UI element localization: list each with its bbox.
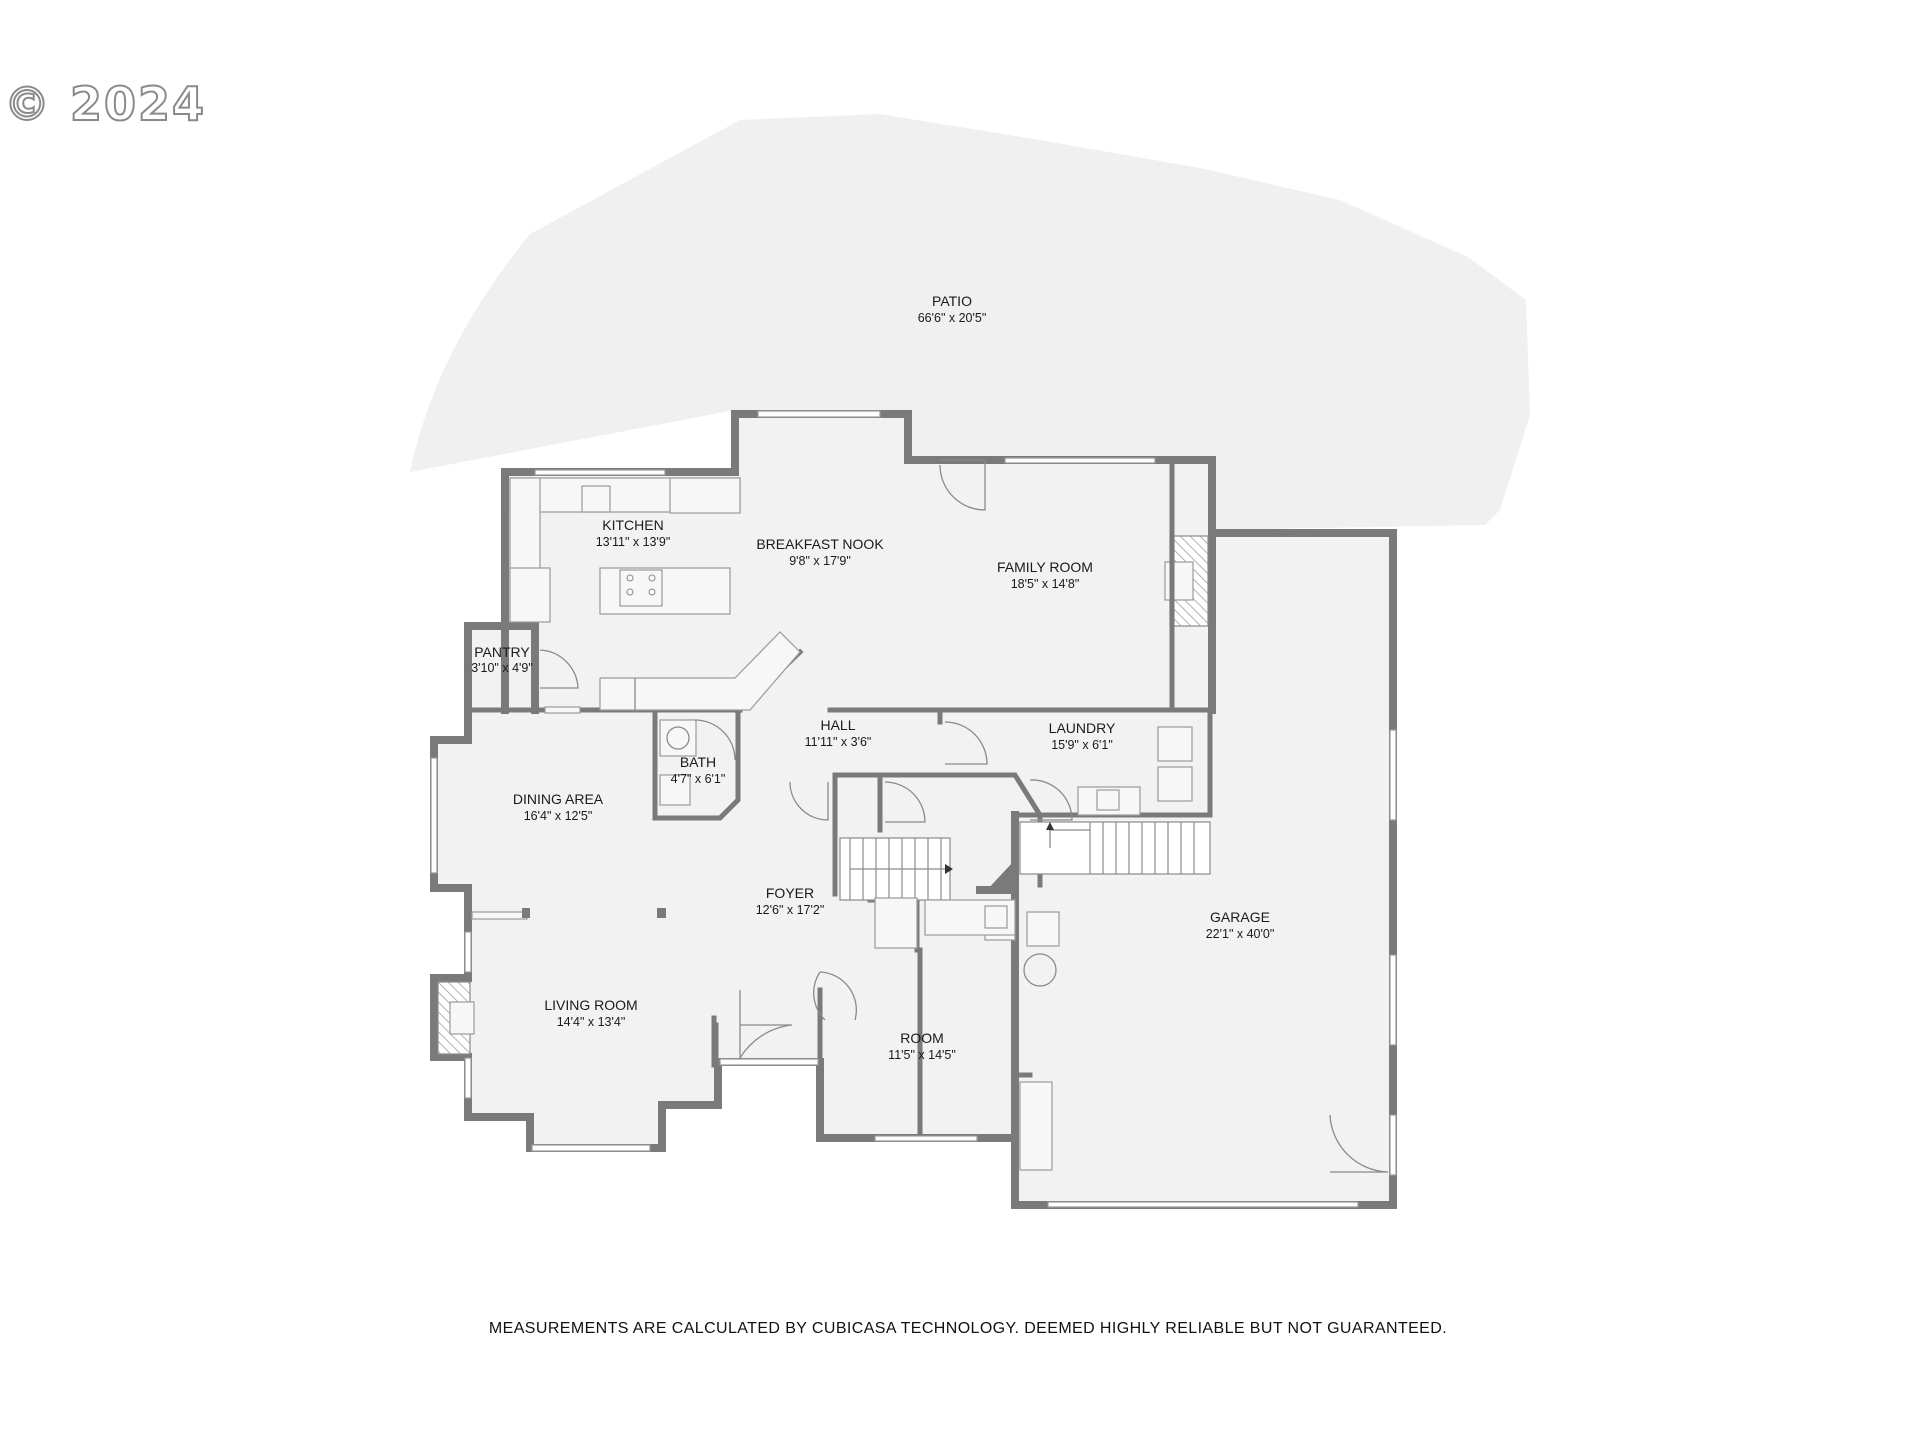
room-label-hall: HALL 11'11" x 3'6" [805, 717, 872, 749]
stairs-left [839, 837, 953, 901]
svg-text:4'7" x 6'1": 4'7" x 6'1" [671, 772, 726, 786]
svg-text:LIVING ROOM: LIVING ROOM [544, 997, 637, 1013]
family-fireplace-box [1164, 561, 1194, 601]
room-label-kitchen: KITCHEN 13'11" x 13'9" [596, 517, 671, 549]
living-fireplace-box [449, 1001, 475, 1035]
svg-text:FOYER: FOYER [766, 885, 814, 901]
copyright-watermark: © 2024 [4, 77, 206, 131]
svg-text:13'11" x 13'9": 13'11" x 13'9" [596, 535, 671, 549]
svg-text:BATH: BATH [680, 754, 716, 770]
room-label-garage: GARAGE 22'1" x 40'0" [1206, 909, 1275, 941]
bath-fixtures [659, 719, 736, 806]
cooktop-icon [619, 569, 663, 607]
room-label-family-room: FAMILY ROOM 18'5" x 14'8" [997, 559, 1093, 591]
svg-text:14'4" x 13'4": 14'4" x 13'4" [557, 1015, 626, 1029]
svg-text:3'10" x 4'9": 3'10" x 4'9" [471, 661, 533, 675]
room-label-living-room: LIVING ROOM 14'4" x 13'4" [544, 997, 637, 1029]
svg-text:PATIO: PATIO [932, 293, 972, 309]
measurement-disclaimer: MEASUREMENTS ARE CALCULATED BY CUBICASA … [489, 1320, 1447, 1337]
doors [471, 459, 1389, 1173]
svg-text:22'1" x 40'0": 22'1" x 40'0" [1206, 927, 1275, 941]
kitchen-fixtures [509, 477, 801, 711]
svg-text:HALL: HALL [820, 717, 855, 733]
room-label-bath: BATH 4'7" x 6'1" [671, 754, 726, 786]
svg-text:ROOM: ROOM [900, 1030, 944, 1046]
windows [430, 410, 1397, 1208]
patio-area [410, 114, 1530, 530]
svg-text:15'9" x 6'1": 15'9" x 6'1" [1051, 738, 1113, 752]
room-label-dining-area: DINING AREA 16'4" x 12'5" [513, 791, 604, 823]
room-label-foyer: FOYER 12'6" x 17'2" [756, 885, 825, 917]
svg-text:66'6" x 20'5": 66'6" x 20'5" [918, 311, 987, 325]
stairs-right [1019, 821, 1211, 875]
svg-text:KITCHEN: KITCHEN [602, 517, 663, 533]
svg-text:9'8" x 17'9": 9'8" x 17'9" [789, 554, 851, 568]
room-label-laundry: LAUNDRY 15'9" x 6'1" [1049, 720, 1116, 752]
svg-text:LAUNDRY: LAUNDRY [1049, 720, 1116, 736]
room-label-room: ROOM 11'5" x 14'5" [888, 1030, 956, 1062]
svg-text:11'5" x 14'5": 11'5" x 14'5" [888, 1048, 956, 1062]
svg-text:BREAKFAST NOOK: BREAKFAST NOOK [756, 536, 884, 552]
room-label-patio: PATIO 66'6" x 20'5" [918, 293, 987, 325]
room-label-pantry: PANTRY 3'10" x 4'9" [471, 644, 533, 675]
room-label-breakfast-nook: BREAKFAST NOOK 9'8" x 17'9" [756, 536, 884, 568]
svg-text:DINING AREA: DINING AREA [513, 791, 604, 807]
svg-text:18'5" x 14'8": 18'5" x 14'8" [1011, 577, 1080, 591]
stair-landing [985, 862, 1013, 892]
svg-text:11'11" x 3'6": 11'11" x 3'6" [805, 735, 872, 749]
svg-text:PANTRY: PANTRY [474, 644, 530, 660]
laundry-fixtures [1077, 726, 1193, 816]
kitchen-sink-icon [581, 485, 611, 513]
svg-text:16'4" x 12'5": 16'4" x 12'5" [524, 809, 593, 823]
svg-text:GARAGE: GARAGE [1210, 909, 1270, 925]
svg-text:12'6" x 17'2": 12'6" x 17'2" [756, 903, 825, 917]
svg-text:FAMILY ROOM: FAMILY ROOM [997, 559, 1093, 575]
